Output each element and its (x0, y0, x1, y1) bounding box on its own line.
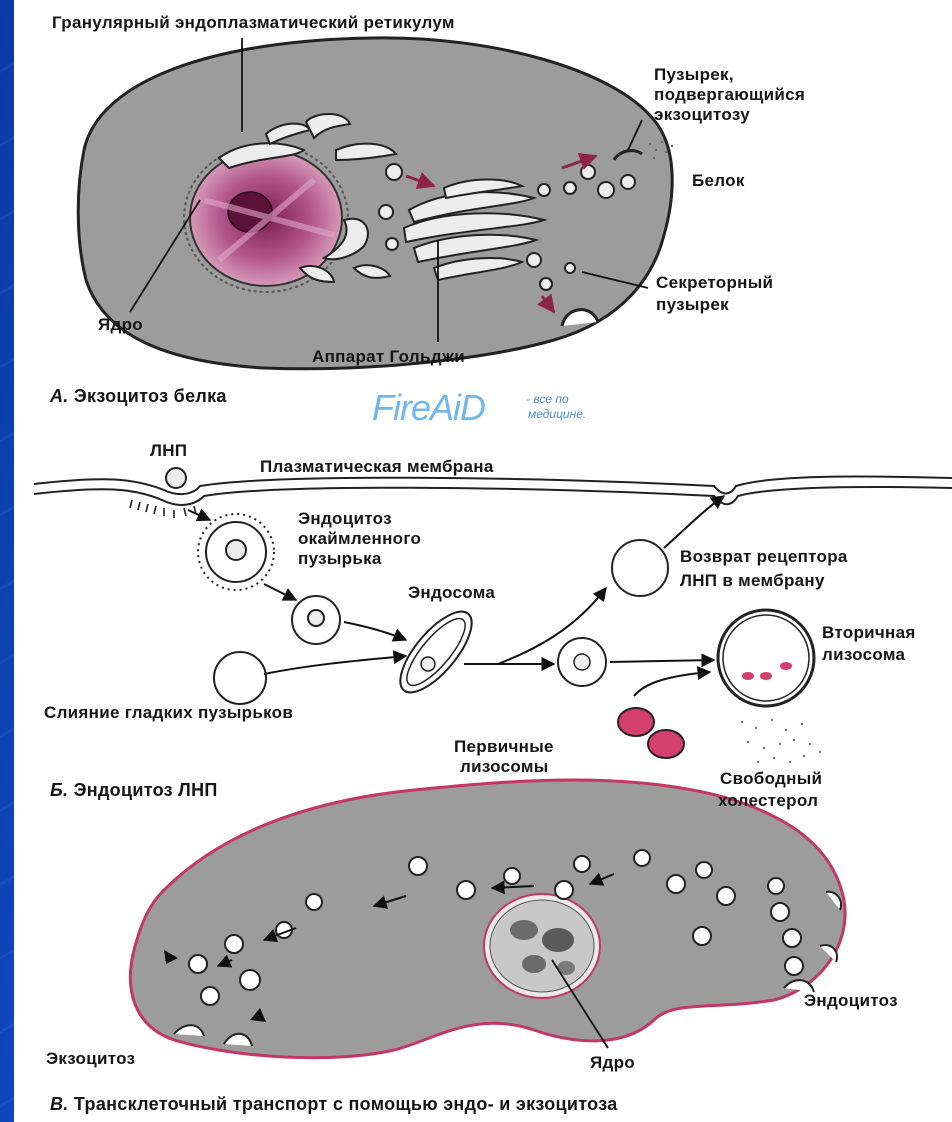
late-vesicle (558, 638, 606, 686)
watermark-logo: FireAiD - все по медицине. (372, 387, 672, 433)
label-ldl: ЛНП (150, 440, 187, 461)
label-vesicle-exo-2: подвергающийся (654, 84, 805, 105)
watermark-line-1: - все по (526, 392, 569, 406)
uncoated-vesicle (292, 596, 340, 644)
label-free-cholesterol-1: Свободный (720, 768, 822, 789)
panel-c-cell (130, 780, 845, 1058)
label-receptor-return-1: Возврат рецептора (680, 546, 848, 567)
label-vesicle-exo-3: экзоцитозу (654, 104, 750, 125)
coated-vesicle (198, 514, 274, 590)
watermark-brand: FireAiD (372, 387, 485, 429)
label-endocytosis-c: Эндоцитоз (804, 990, 898, 1011)
coated-pit-spikes (130, 500, 196, 518)
label-golgi: Аппарат Гольджи (312, 346, 465, 367)
label-smooth-fusion: Слияние гладких пузырьков (44, 702, 293, 723)
receptor-vesicle (612, 540, 668, 596)
label-receptor-return-2: ЛНП в мембрану (680, 570, 825, 591)
label-vesicle-exo-1: Пузырек, (654, 64, 734, 85)
label-primary-lysosomes-1: Первичные (454, 736, 554, 757)
endosome (389, 601, 484, 703)
smooth-vesicle (214, 652, 266, 704)
label-nucleus-c: Ядро (590, 1052, 635, 1073)
label-secretory-1: Секреторный (656, 272, 773, 293)
caption-b-letter: Б. (50, 780, 68, 800)
caption-a-text: Экзоцитоз белка (74, 386, 227, 406)
caption-b-text: Эндоцитоз ЛНП (74, 780, 218, 800)
label-endocytosis-2: окаймленного (298, 528, 421, 549)
caption-c-letter: В. (50, 1094, 69, 1114)
caption-b: Б. Эндоцитоз ЛНП (50, 780, 218, 801)
free-cholesterol-dots (741, 719, 821, 763)
caption-c-text: Трансклеточный транспорт с помощью эндо-… (74, 1094, 618, 1114)
label-protein: Белок (692, 170, 745, 191)
secondary-lysosome-shape (718, 610, 814, 706)
ldl-particle (166, 468, 186, 488)
caption-a: А. Экзоцитоз белка (50, 386, 227, 407)
label-endosome: Эндосома (408, 582, 495, 603)
label-nucleus-a: Ядро (98, 314, 143, 335)
label-primary-lysosomes-2: лизосомы (460, 756, 549, 777)
watermark-line-2: медицине. (528, 407, 586, 421)
label-secondary-lysosome-2: лизосома (822, 644, 905, 665)
label-secondary-lysosome-1: Вторичная (822, 622, 916, 643)
label-endocytosis-3: пузырька (298, 548, 382, 569)
diagram-figure: Гранулярный эндоплазматический ретикулум… (14, 0, 952, 1122)
panel-a-cell (78, 38, 672, 369)
caption-c: В. Трансклеточный транспорт с помощью эн… (50, 1094, 618, 1115)
label-rough-er: Гранулярный эндоплазматический ретикулум (52, 12, 455, 33)
caption-a-letter: А. (50, 386, 69, 406)
primary-lysosomes-shape (618, 708, 684, 758)
label-endocytosis-1: Эндоцитоз (298, 508, 392, 529)
label-plasma-membrane: Плазматическая мембрана (260, 456, 494, 477)
label-secretory-2: пузырек (656, 294, 729, 315)
label-exocytosis-c: Экзоцитоз (46, 1048, 135, 1069)
label-free-cholesterol-2: холестерол (718, 790, 818, 811)
panel-c-nucleus (484, 894, 600, 998)
